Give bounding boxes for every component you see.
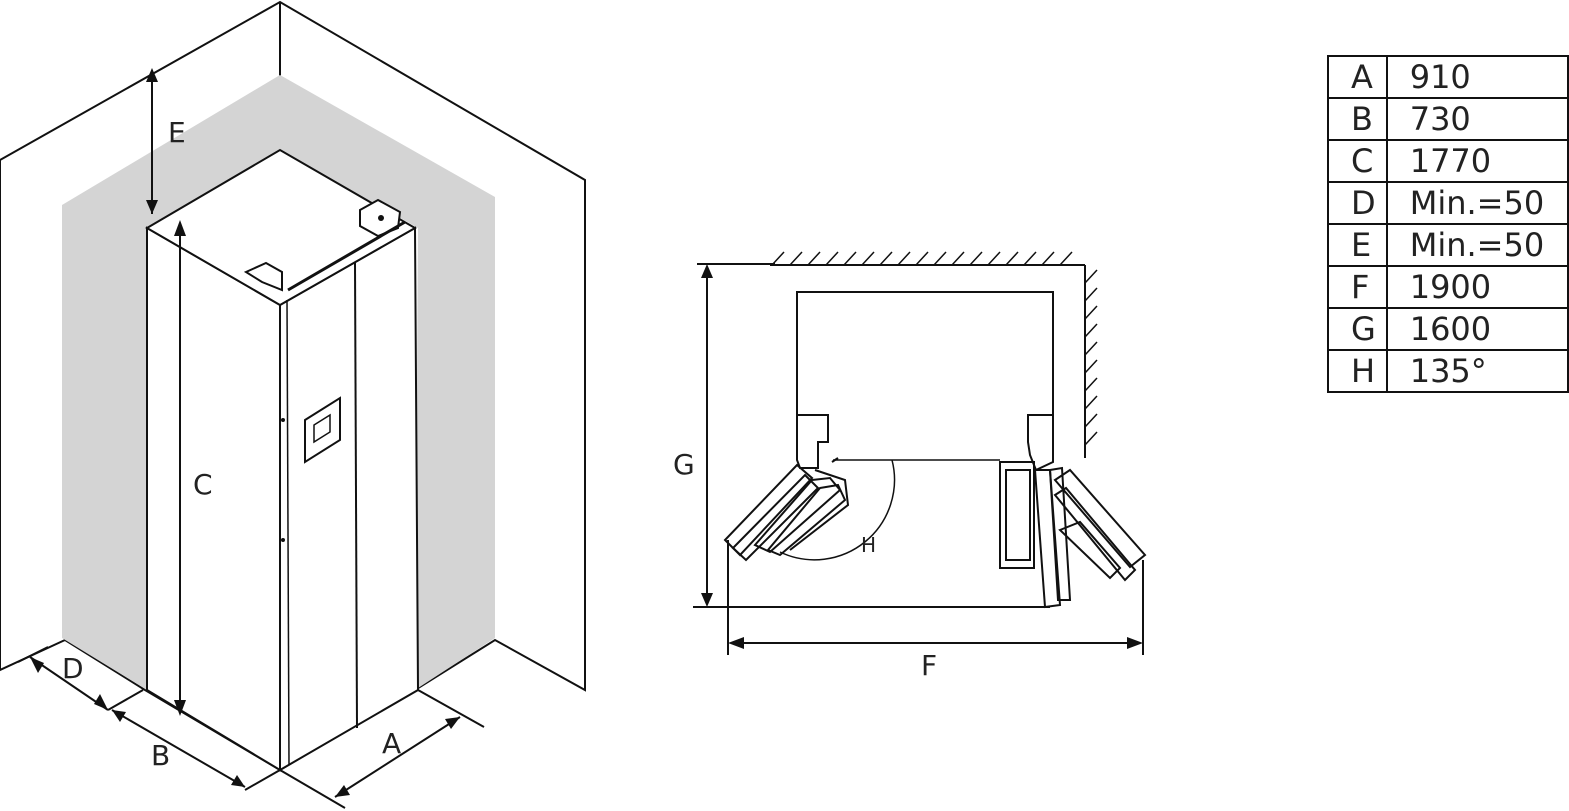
fridge-body-plan <box>796 291 1054 415</box>
dimension-key: B <box>1327 97 1388 141</box>
door-split-line <box>354 262 358 729</box>
dimension-value: 1900 <box>1385 265 1569 309</box>
dimension-key: A <box>1327 55 1388 99</box>
dimension-key: E <box>1327 223 1388 267</box>
wall-hatching <box>771 251 1098 446</box>
clearance-zone <box>62 75 495 690</box>
dimension-value: 730 <box>1385 97 1569 141</box>
dimension-G-arrow <box>693 263 1050 608</box>
dimension-value: Min.=50 <box>1385 223 1569 267</box>
dimension-value: 135° <box>1385 349 1569 393</box>
right-door-open <box>999 461 1147 609</box>
dimension-F-arrow <box>727 540 1144 655</box>
dimension-key: G <box>1327 307 1388 351</box>
left-door-open <box>723 457 850 562</box>
isometric-view: E C D B A <box>0 0 586 809</box>
label-E: E <box>168 116 186 149</box>
label-H: H <box>861 533 876 557</box>
dimension-key: D <box>1327 181 1388 225</box>
label-C: C <box>193 468 213 501</box>
label-D: D <box>62 652 84 685</box>
hinge-left-icon <box>243 261 283 292</box>
label-F: F <box>921 649 937 682</box>
dimension-value: Min.=50 <box>1385 181 1569 225</box>
dimension-B-arrow <box>111 709 281 791</box>
hinge-block-left <box>796 414 829 469</box>
fridge-top-face <box>145 148 418 307</box>
angle-H-arc <box>779 459 896 561</box>
dimension-key: C <box>1327 139 1388 183</box>
dimension-key: F <box>1327 265 1388 309</box>
dimension-key: H <box>1327 349 1388 393</box>
dimension-E-arrow <box>146 68 158 214</box>
dimension-C-arrow <box>174 220 186 716</box>
dimension-value: 910 <box>1385 55 1569 99</box>
door-edge-line <box>286 299 290 766</box>
water-dispenser-icon <box>304 396 341 464</box>
dimension-value: 1600 <box>1385 307 1569 351</box>
label-B: B <box>151 739 170 772</box>
fridge-front-face <box>279 226 420 772</box>
dimension-A-arrow <box>279 689 485 809</box>
dimension-value: 1770 <box>1385 139 1569 183</box>
label-A: A <box>382 727 401 760</box>
plan-view: G F H <box>673 251 1147 682</box>
label-G: G <box>673 448 695 481</box>
dimension-D-arrow <box>17 646 144 711</box>
fridge-left-face <box>146 226 281 772</box>
